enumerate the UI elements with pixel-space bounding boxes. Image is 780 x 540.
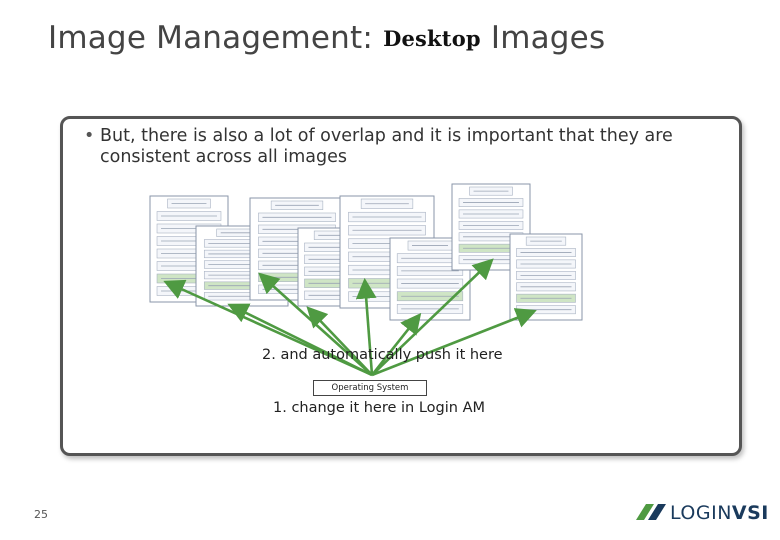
bullet-text: But, there is also a lot of overlap and …	[100, 126, 673, 167]
push-arrow	[371, 308, 537, 377]
slide-title: Image Management: Desktop Images	[48, 20, 605, 56]
push-label: 2. and automatically push it here	[262, 347, 503, 363]
title-desktop-word: Desktop	[383, 26, 481, 51]
bullet-icon: •	[84, 126, 95, 146]
desktop-image-thumbnails	[149, 183, 583, 321]
push-arrow	[227, 303, 373, 377]
logo-text: LOGINVSI	[670, 502, 769, 524]
push-arrow	[306, 306, 373, 376]
operating-system-box: Operating System	[313, 380, 427, 396]
push-arrows	[163, 258, 537, 377]
push-arrow	[371, 258, 494, 376]
loginvsi-logo-icon	[636, 504, 666, 520]
push-arrow	[355, 277, 377, 376]
bullet-point: • But, there is also a lot of overlap an…	[84, 126, 724, 168]
slide-number: 25	[34, 508, 48, 521]
push-arrow	[370, 312, 422, 376]
title-suffix: Images	[480, 20, 606, 56]
loginvsi-logo: LOGINVSI	[634, 500, 768, 526]
title-prefix: Image Management:	[48, 20, 384, 56]
change-label: 1. change it here in Login AM	[273, 400, 486, 416]
